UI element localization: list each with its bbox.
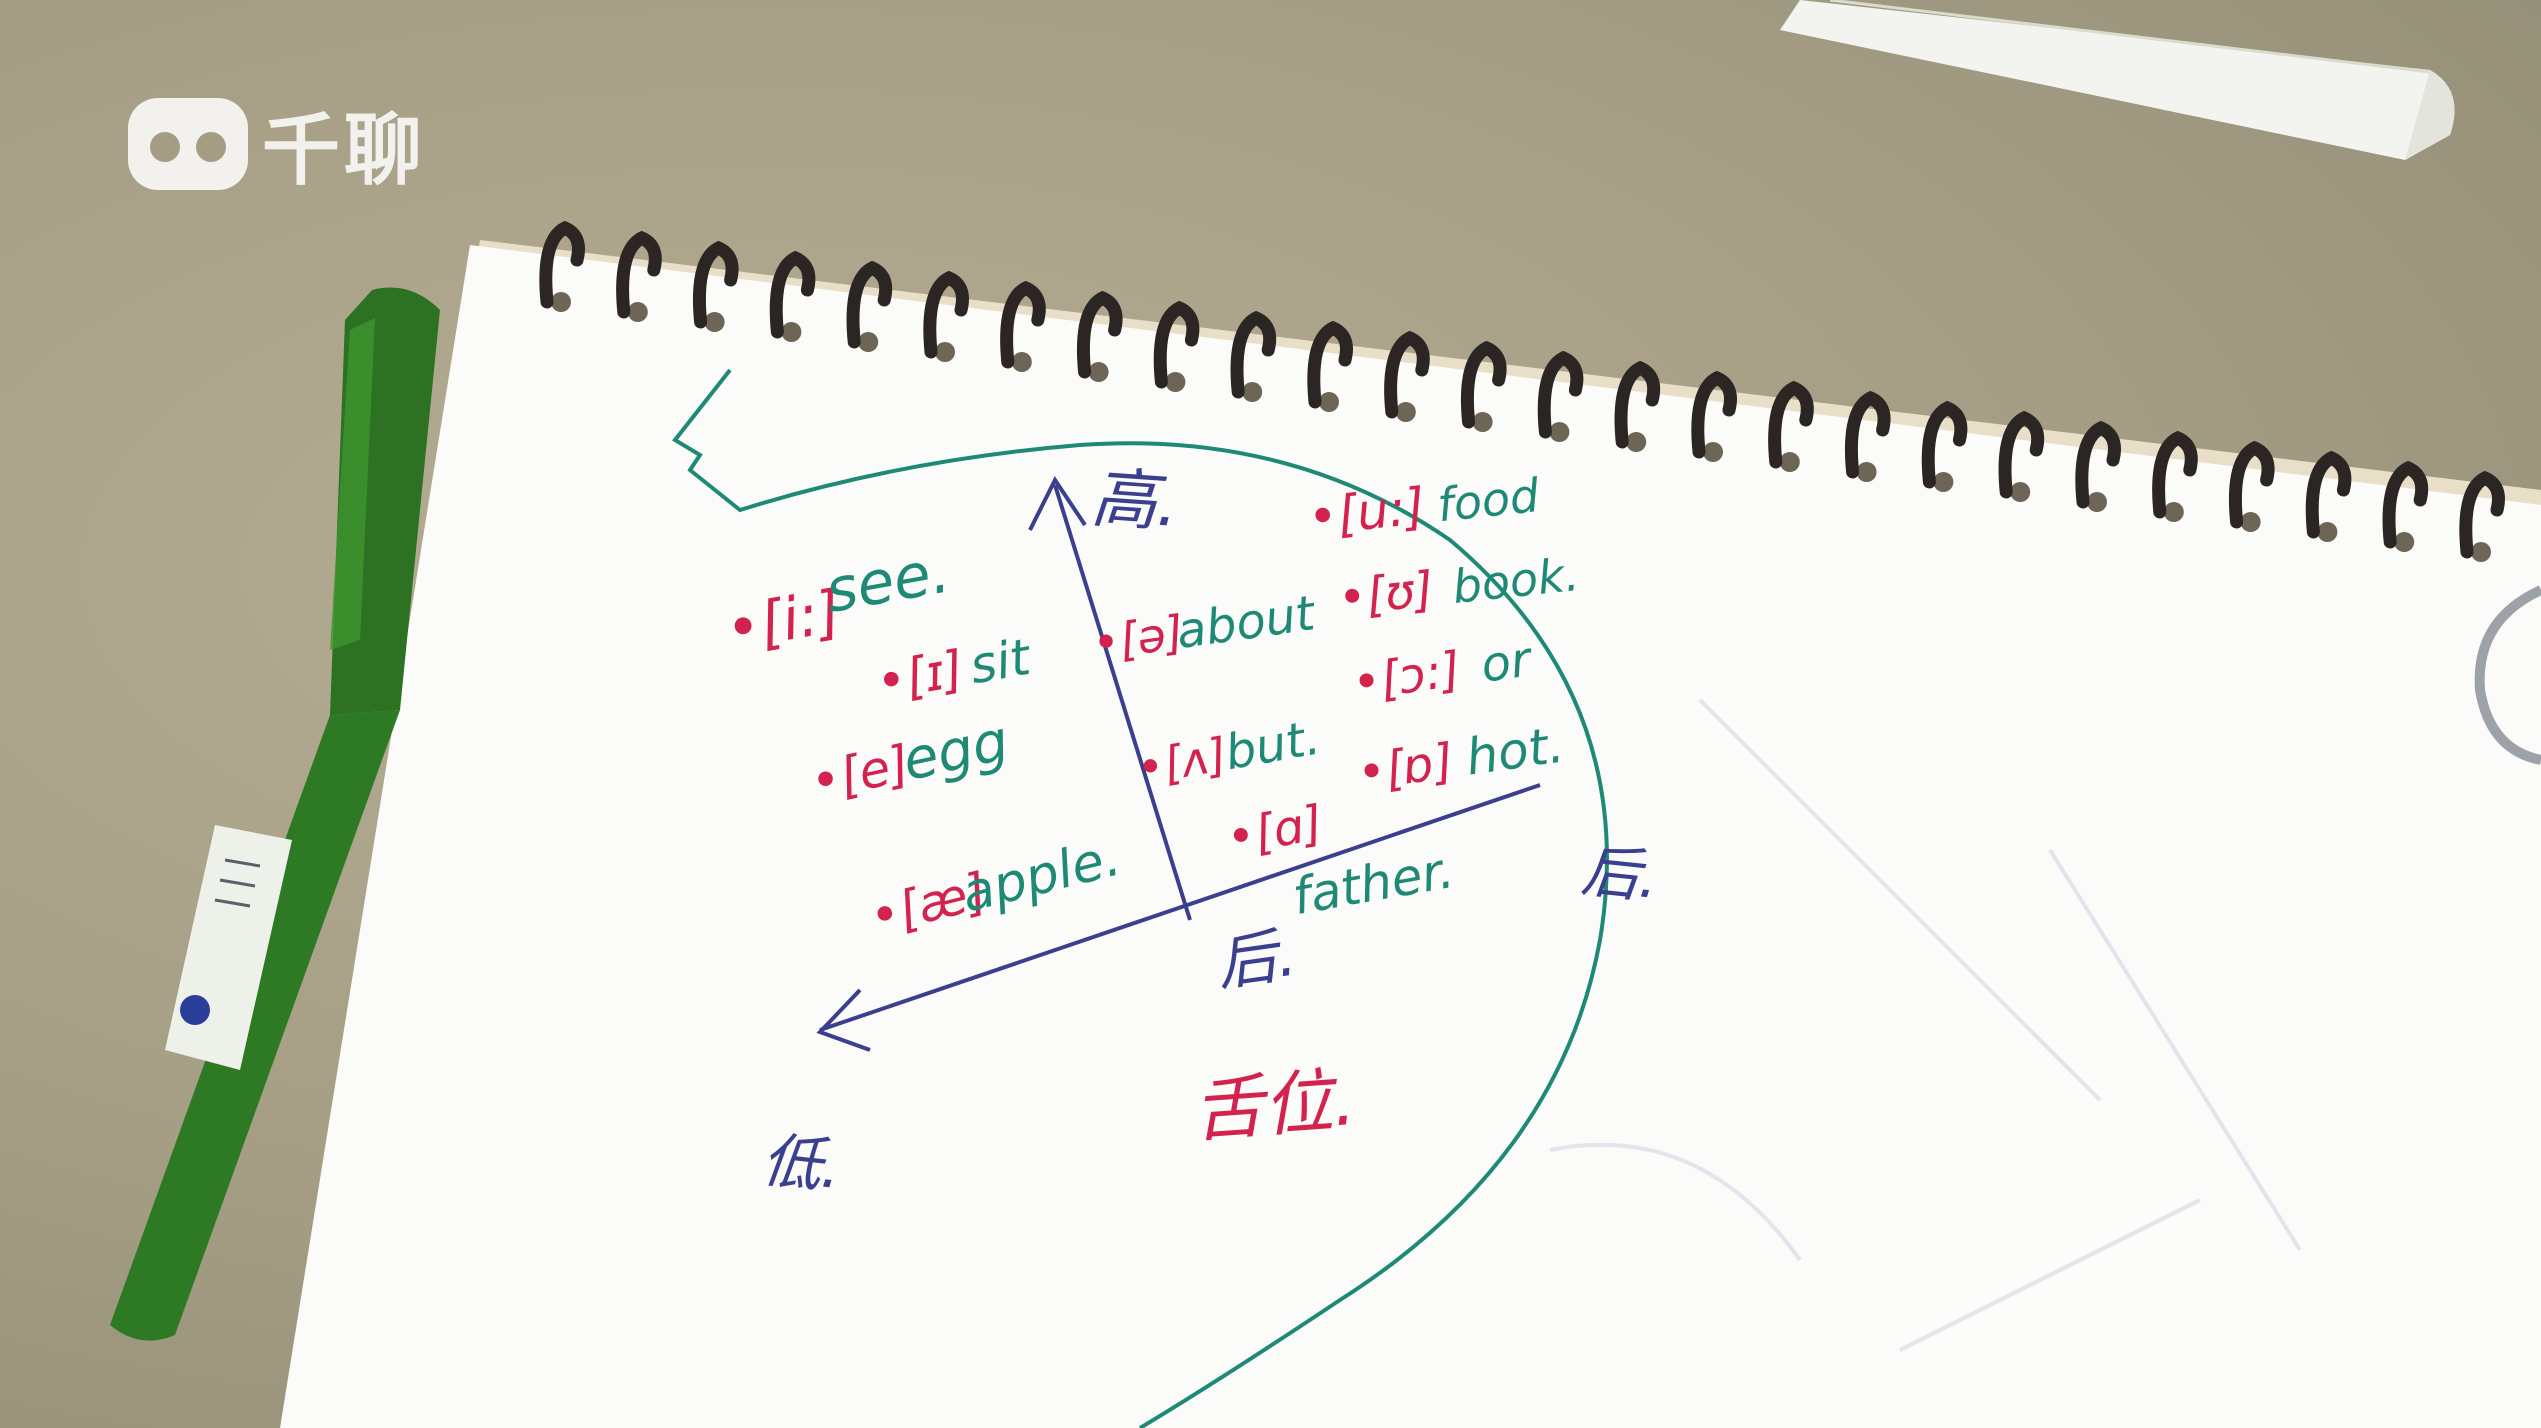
binding-hole — [627, 302, 648, 322]
vowel-word: or — [1478, 631, 1538, 694]
white-marker-icon — [1780, 0, 2455, 160]
binding-hole — [551, 292, 571, 312]
binding-hole — [1165, 372, 1186, 392]
qianliao-watermark: 千聊 — [128, 88, 426, 200]
label-low: 低. — [758, 1125, 844, 1203]
binding-ring — [1307, 320, 1353, 409]
binding-ring — [1768, 380, 1814, 469]
vowel-word: hot. — [1463, 716, 1568, 787]
binding-ring — [1998, 410, 2045, 499]
notebook-page — [280, 240, 2541, 1428]
binding-hole — [935, 342, 955, 362]
binding-ring — [1153, 300, 1200, 389]
binding-ring — [1614, 360, 1661, 449]
binding-hole — [1549, 422, 1570, 442]
vowel-egg: •[e] egg — [805, 708, 1014, 811]
binding-hole — [1472, 412, 1493, 432]
binding-ring — [1460, 340, 1507, 429]
spiral-binding — [539, 220, 2505, 562]
vowel-symbol: •[ə] — [1089, 605, 1187, 671]
binding-ring — [1384, 330, 1430, 419]
binding-ring — [539, 220, 585, 309]
arrow-left-icon — [816, 988, 871, 1052]
binding-hole — [1319, 392, 1339, 412]
edge-ring-icon — [2474, 585, 2541, 765]
binding-ring — [1691, 370, 1737, 459]
binding-ring — [2305, 450, 2352, 539]
binding-ring — [846, 260, 893, 349]
vowel-word: book. — [1450, 547, 1582, 614]
binding-hole — [1395, 402, 1416, 422]
watermark-brand: 千聊 — [262, 106, 427, 196]
binding-ring — [1230, 310, 1277, 399]
binding-hole — [2471, 542, 2491, 562]
vowel-sit: •[ɪ] sit — [872, 627, 1037, 711]
label-mid: 后. — [1212, 920, 1300, 1000]
binding-ring — [769, 250, 816, 339]
vertical-axis-line — [1053, 484, 1192, 921]
binding-hole — [1933, 472, 1954, 492]
binding-hole — [1703, 442, 1723, 462]
binding-hole — [858, 332, 879, 352]
binding-ring — [1921, 400, 1968, 489]
binding-hole — [1011, 352, 1032, 372]
binding-ring — [1537, 350, 1584, 439]
binding-ring — [1844, 390, 1891, 479]
binding-hole — [2317, 522, 2338, 542]
vowel-symbol: •[ʊ] — [1335, 561, 1436, 627]
binding-hole — [781, 322, 802, 342]
binding-hole — [1779, 452, 1800, 472]
vowel-symbol: •[u:] — [1305, 477, 1427, 547]
binding-hole — [2240, 512, 2261, 532]
tongue-outline — [672, 368, 1609, 1428]
arrow-up-icon — [1028, 476, 1087, 531]
label-back: 后. — [1579, 836, 1662, 912]
binding-ring — [2152, 430, 2198, 519]
binding-ring — [1076, 290, 1123, 379]
binding-ring — [692, 240, 739, 329]
label-high: 高. — [1089, 459, 1181, 542]
binding-ring — [616, 230, 662, 319]
binding-ring — [2382, 460, 2429, 549]
binding-hole — [1088, 362, 1109, 382]
binding-hole — [2163, 502, 2184, 522]
binding-ring — [1000, 280, 1046, 369]
vowel-book: •[ʊ] book. — [1335, 547, 1582, 627]
binding-hole — [2087, 492, 2107, 512]
horizontal-axis-line — [819, 783, 1541, 1032]
binding-hole — [1626, 432, 1647, 452]
owl-logo-icon — [128, 98, 248, 190]
binding-hole — [2394, 532, 2415, 552]
green-pen-icon — [110, 287, 440, 1341]
binding-ring — [2459, 470, 2505, 559]
vowel-word: sit — [966, 627, 1037, 695]
binding-hole — [2010, 482, 2031, 502]
binding-hole — [1856, 462, 1877, 482]
vowel-word: food — [1435, 468, 1543, 532]
vowel-symbol: •[ɒ] — [1354, 733, 1457, 802]
binding-ring — [2228, 440, 2275, 529]
binding-ring — [2075, 420, 2121, 509]
binding-hole — [704, 312, 725, 332]
vowel-food: •[u:] food — [1305, 468, 1543, 547]
binding-hole — [1242, 382, 1263, 402]
binding-ring — [923, 270, 969, 359]
label-tongue-position: 舌位. — [1190, 1059, 1358, 1152]
vowel-hot: •[ɒ] hot. — [1354, 716, 1568, 802]
